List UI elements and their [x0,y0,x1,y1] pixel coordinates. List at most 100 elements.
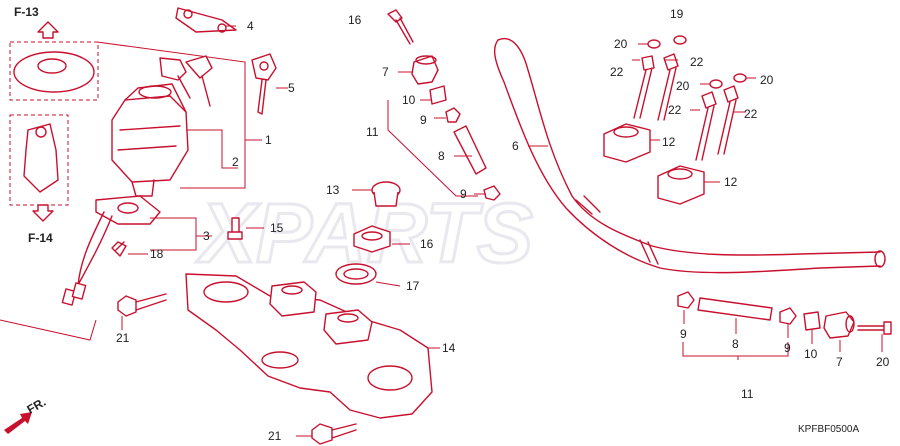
callout-8-upper[interactable]: 8 [438,149,445,163]
part-9-nut-lower[interactable] [677,291,695,309]
ignition-keys[interactable] [159,55,213,107]
callout-6[interactable]: 6 [512,139,519,153]
bolt-22d-head [723,85,739,103]
callout-2[interactable]: 2 [232,155,239,169]
callout-15[interactable]: 15 [270,221,284,235]
f14-reference[interactable]: F-14 [9,114,69,245]
bolt-21b-head [311,423,333,445]
callout-20-b[interactable]: 20 [614,37,628,51]
f13-reference[interactable]: F-13 [9,5,99,101]
part-9-nut-upper-b[interactable] [483,185,501,201]
callout-20-d[interactable]: 20 [760,73,774,87]
callout-11-upper[interactable]: 11 [366,125,379,139]
callout-10-upper[interactable]: 10 [402,93,416,107]
part-10-collar-lower[interactable] [803,311,821,331]
callout-13[interactable]: 13 [326,183,340,197]
grommet-13-body [373,191,399,207]
switch-3-ring [117,202,139,214]
callout-20-c[interactable]: 20 [676,79,690,93]
bracket-3 [150,217,197,251]
part-6-handlebar[interactable] [493,37,886,274]
ignition-cover-center [37,58,67,74]
callout-16-upper[interactable]: 16 [348,13,362,27]
callout-8-lower[interactable]: 8 [732,337,739,351]
holder-12b-top [667,168,693,180]
callout-18[interactable]: 17 [406,279,420,293]
bolt-22b-shank [657,67,677,121]
callout-19[interactable]: 18 [150,247,164,261]
bolt-21a-head [117,295,137,317]
part-7-weight-upper[interactable] [411,55,439,85]
bolt-15-head [227,231,243,240]
bridge-hole-mid [261,351,299,369]
callout-10-lower[interactable]: 10 [804,347,818,361]
part-4-cover-plate[interactable] [175,7,237,33]
callout-1[interactable]: 1 [265,133,272,147]
bolt-22a-head [641,55,655,71]
callout-20-a[interactable]: 19 [670,7,684,21]
handlebar-knurl-2 [639,239,659,265]
connector-1 [61,288,77,306]
callout-12-upper[interactable]: 12 [662,135,676,149]
callout-16-lower[interactable]: 20 [876,355,890,369]
callout-21-upper[interactable]: 21 [116,331,130,345]
bridge-boss-right-top [337,313,359,323]
part-15-bolt[interactable] [227,217,243,240]
callout-9-lower[interactable]: 9 [680,327,687,341]
callout-11-lower[interactable]: 11 [741,387,754,401]
callout-3[interactable]: 3 [203,229,210,243]
part-16-screw-lower[interactable] [857,321,892,335]
part-8-shaft-lower[interactable] [697,297,773,321]
part-7-weight-lower[interactable] [823,311,855,339]
callout-17[interactable]: 16 [420,237,434,251]
part-3-switch[interactable] [61,195,161,306]
cover-plate-shape [175,7,237,33]
part-22-bolts[interactable] [633,53,739,161]
callout-5[interactable]: 5 [288,81,295,95]
part-12-holder-upper[interactable] [603,123,651,163]
part-19-screw[interactable] [111,241,127,257]
part-21-bolt-upper[interactable] [117,293,167,317]
part-13-grommet[interactable] [371,181,401,207]
callout-9-upper[interactable]: 9 [420,113,427,127]
part-9-nut-upper[interactable] [445,107,461,123]
part-5-key[interactable] [251,53,277,115]
callout-9-lower-b[interactable]: 9 [784,341,791,355]
callout-22-b[interactable]: 22 [690,55,704,69]
callout-7-lower[interactable]: 7 [836,355,843,369]
part-12-holder-lower[interactable] [657,165,705,205]
bracket-11-lower [682,342,789,357]
callout-21-lower[interactable]: 21 [268,429,282,443]
ignition-ribs [117,125,181,151]
callout-22-a[interactable]: 22 [610,65,624,79]
cap-20b [673,35,687,45]
part-8-shaft-upper[interactable] [453,125,487,175]
callout-7-upper[interactable]: 7 [382,65,389,79]
weight-7a-top [415,55,437,65]
collar-10b [803,311,821,331]
holder-12a-top [613,126,639,138]
handlebar-inner [493,39,881,274]
part-14-top-bridge[interactable] [185,273,433,419]
callout-14[interactable]: 14 [442,341,456,355]
callouts: 4 5 1 2 3 18 15 21 21 14 16 7 10 9 11 8 … [116,7,890,443]
ignition-switch[interactable] [111,83,189,197]
callout-4[interactable]: 4 [247,19,254,33]
callout-22-d[interactable]: 22 [744,107,758,121]
part-9-nut-lower-b[interactable] [779,307,797,325]
part-20-caps[interactable] [647,35,747,89]
holder-12a-body [603,123,651,163]
collar-10a [429,85,447,105]
callout-22-c[interactable]: 22 [668,103,682,117]
part-18-washer[interactable] [335,263,377,285]
nut-9b [483,185,501,201]
part-17-nut[interactable] [353,225,391,253]
callout-12-lower[interactable]: 12 [724,175,738,189]
weight-7b-end [845,315,855,333]
handlebar-end [874,250,886,268]
part-16-screw-upper[interactable] [387,9,414,45]
part-21-bolt-lower[interactable] [311,423,357,445]
ignition-cover-shape [13,51,95,93]
callout-9-upper-b[interactable]: 9 [460,187,467,201]
part-10-collar-upper[interactable] [429,85,447,105]
